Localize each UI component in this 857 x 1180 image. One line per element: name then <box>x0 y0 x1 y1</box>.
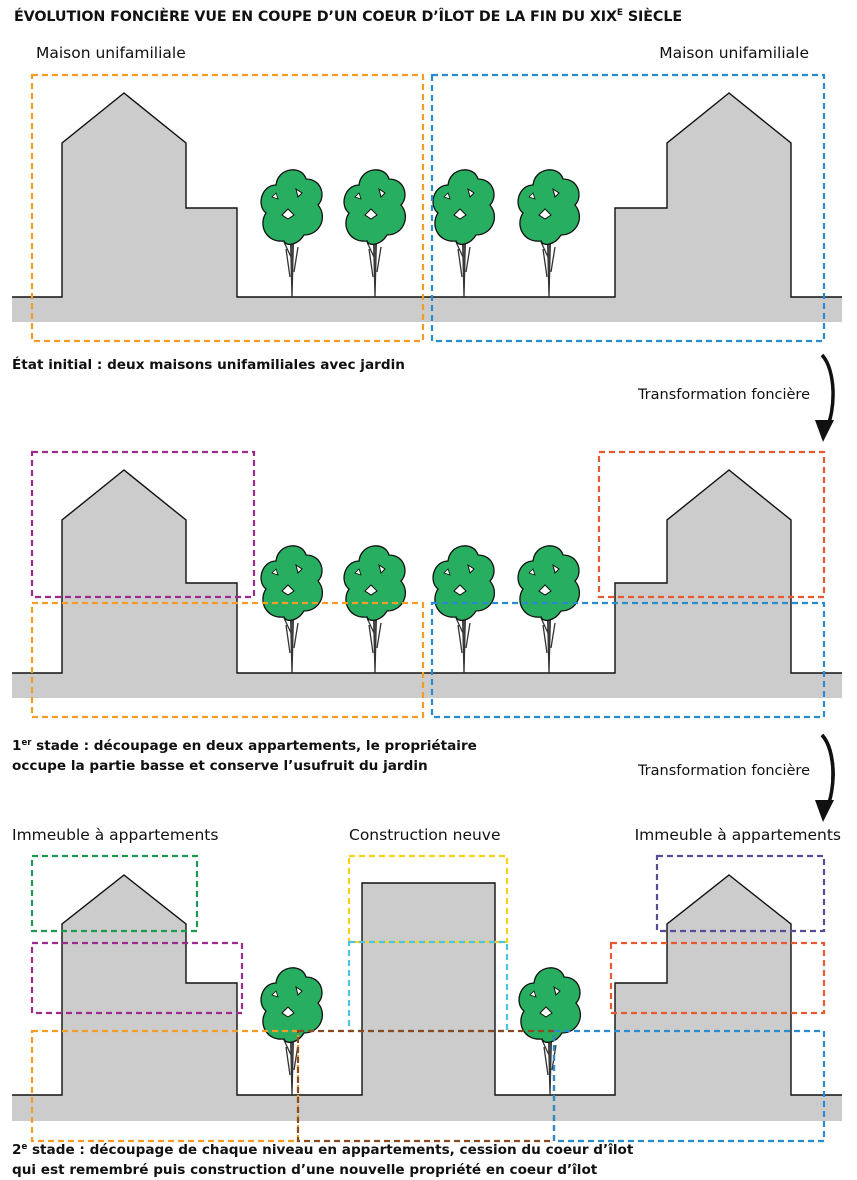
parcel-red <box>597 450 826 599</box>
parcel-blue <box>430 73 826 343</box>
transition-label-2: Transformation foncière <box>637 763 810 779</box>
parcel-red <box>609 941 826 1015</box>
stage-1-section <box>12 450 842 719</box>
caption-initial: État initial : deux maisons unifamiliale… <box>12 357 405 373</box>
label-new-construction: Construction neuve <box>349 826 501 844</box>
parcel-orange <box>30 601 425 719</box>
label-house-left: Maison unifamiliale <box>36 44 186 62</box>
transition-label-1: Transformation foncière <box>637 387 810 403</box>
buildings-profile <box>12 875 842 1121</box>
diagram-title: ÉVOLUTION FONCIÈRE VUE EN COUPE D’UN COE… <box>14 8 682 25</box>
parcel-blue <box>552 1029 826 1143</box>
arrow-head-icon <box>815 420 834 442</box>
parcel-purple <box>655 854 826 933</box>
parcel-magenta <box>30 941 244 1015</box>
caption-stage-2: 2e stade : découpage de chaque niveau en… <box>12 1142 634 1178</box>
parcel-green <box>30 854 199 933</box>
parcel-yellow <box>347 854 509 944</box>
house-left <box>12 93 842 322</box>
parcel-magenta <box>30 450 256 599</box>
parcel-orange <box>30 1029 300 1143</box>
caption-stage-1: 1er stade : découpage en deux appartemen… <box>12 738 477 774</box>
label-apartments-left: Immeuble à appartements <box>12 826 219 844</box>
label-house-right: Maison unifamiliale <box>659 44 809 62</box>
arrow-head-icon <box>815 800 834 822</box>
parcel-blue <box>430 601 826 719</box>
parcel-orange <box>30 73 425 343</box>
label-apartments-right: Immeuble à appartements <box>634 826 841 844</box>
stage-0-section <box>12 73 842 343</box>
